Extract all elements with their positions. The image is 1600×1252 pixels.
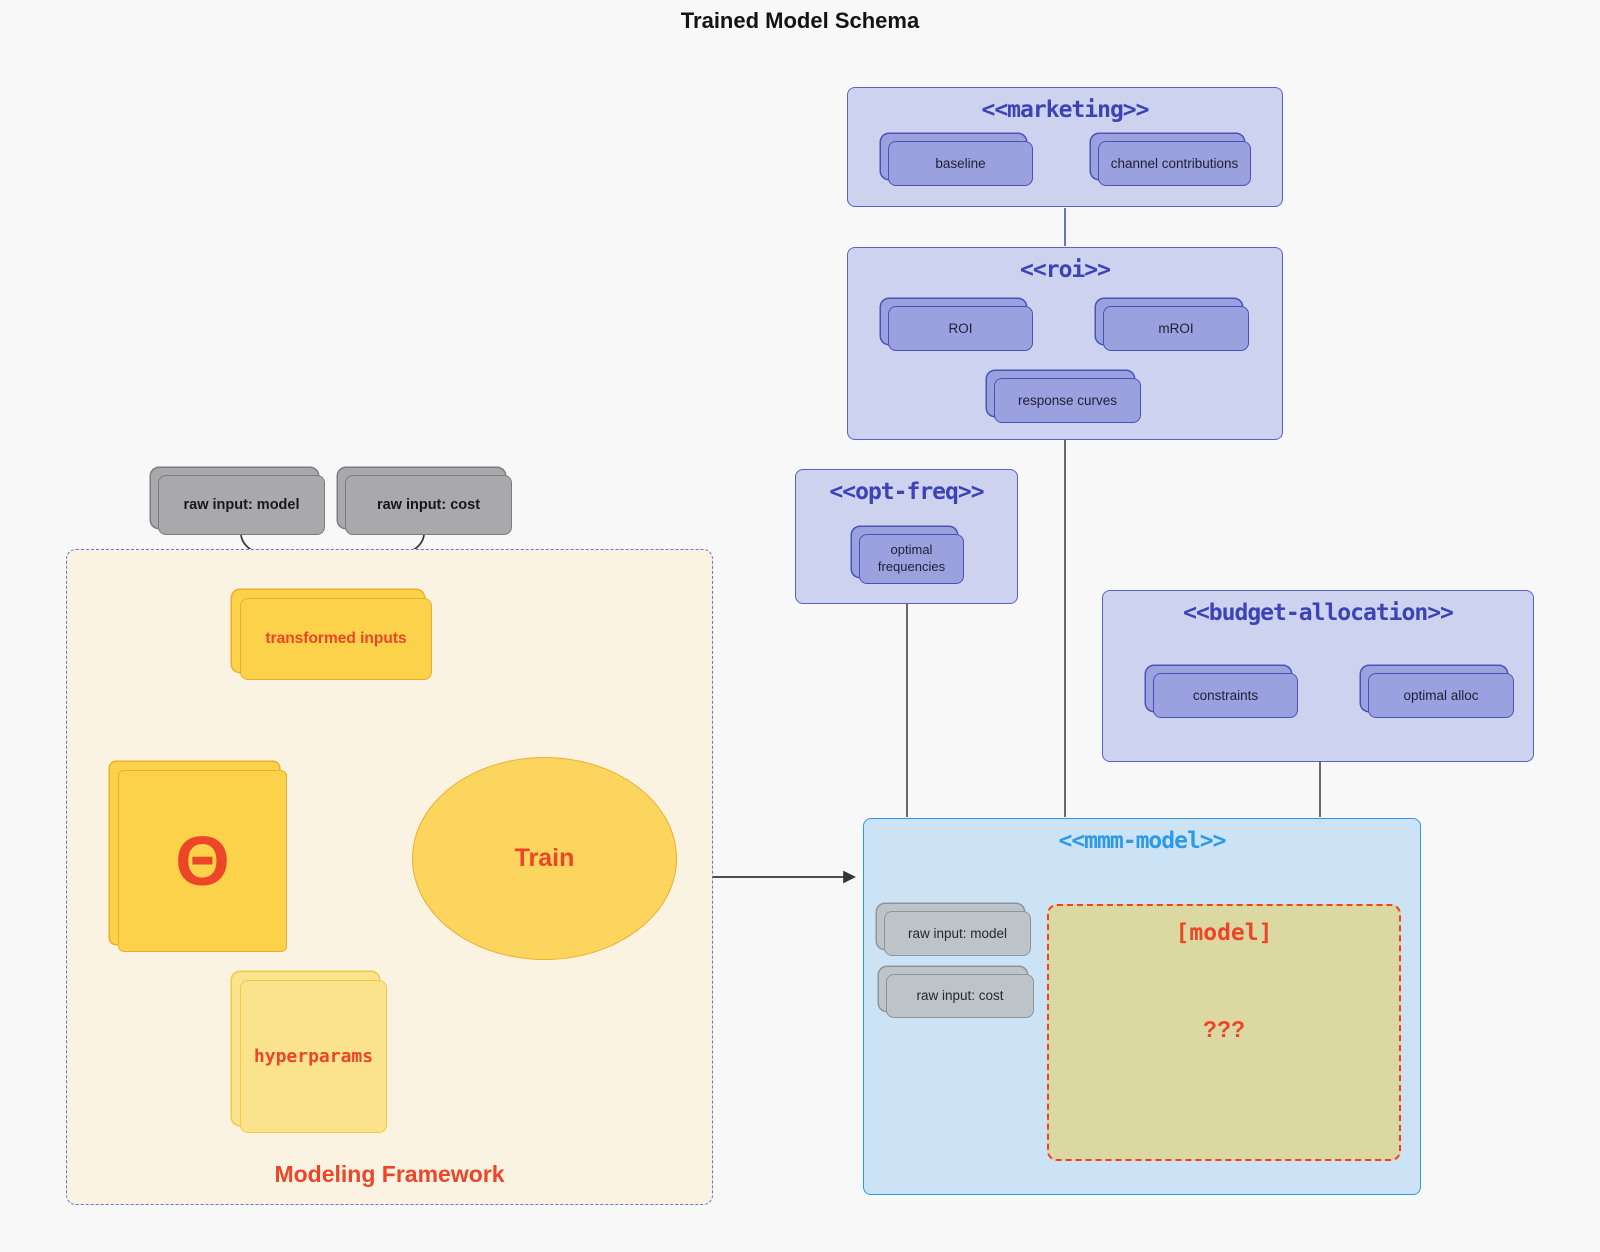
mmm-model-container: <<mmm-model>> raw input: model raw input… [863, 818, 1421, 1195]
opt-freq-container: <<opt-freq>> optimal frequencies [795, 469, 1018, 604]
budget-allocation-container: <<budget-allocation>> constraints optima… [1102, 590, 1534, 762]
model-label: [model] [1175, 920, 1273, 946]
node-mmm-raw-input-model: raw input: model [884, 911, 1031, 956]
node-mmm-raw-input-cost: raw input: cost [886, 974, 1034, 1018]
node-train: Train [412, 757, 677, 960]
page-title: Trained Model Schema [680, 8, 920, 33]
node-roi: ROI [888, 306, 1033, 351]
opt-freq-title: <<opt-freq>> [829, 479, 984, 505]
node-transformed-inputs: transformed inputs [240, 598, 432, 680]
model-placeholder-box: [model] ??? [1047, 904, 1401, 1161]
marketing-container: <<marketing>> baseline channel contribut… [847, 87, 1283, 207]
node-raw-input-model: raw input: model [158, 475, 325, 535]
mmm-model-title: <<mmm-model>> [1058, 828, 1226, 854]
node-optimal-alloc: optimal alloc [1368, 673, 1514, 718]
node-baseline: baseline [888, 141, 1033, 186]
modeling-framework-label: Modeling Framework [274, 1161, 505, 1187]
roi-container: <<roi>> ROI mROI response curves [847, 247, 1283, 440]
node-theta: Θ [118, 770, 287, 952]
node-channel-contributions: channel contributions [1098, 141, 1251, 186]
marketing-title: <<marketing>> [981, 97, 1149, 123]
model-unknown-text: ??? [1202, 1016, 1246, 1042]
node-raw-input-cost: raw input: cost [345, 475, 512, 535]
node-optimal-frequencies: optimal frequencies [859, 534, 964, 584]
roi-title: <<roi>> [1020, 257, 1111, 283]
budget-allocation-title: <<budget-allocation>> [1183, 600, 1454, 626]
node-hyperparams: hyperparams [240, 980, 387, 1133]
node-constraints: constraints [1153, 673, 1298, 718]
node-mroi: mROI [1103, 306, 1249, 351]
node-response-curves: response curves [994, 378, 1141, 423]
